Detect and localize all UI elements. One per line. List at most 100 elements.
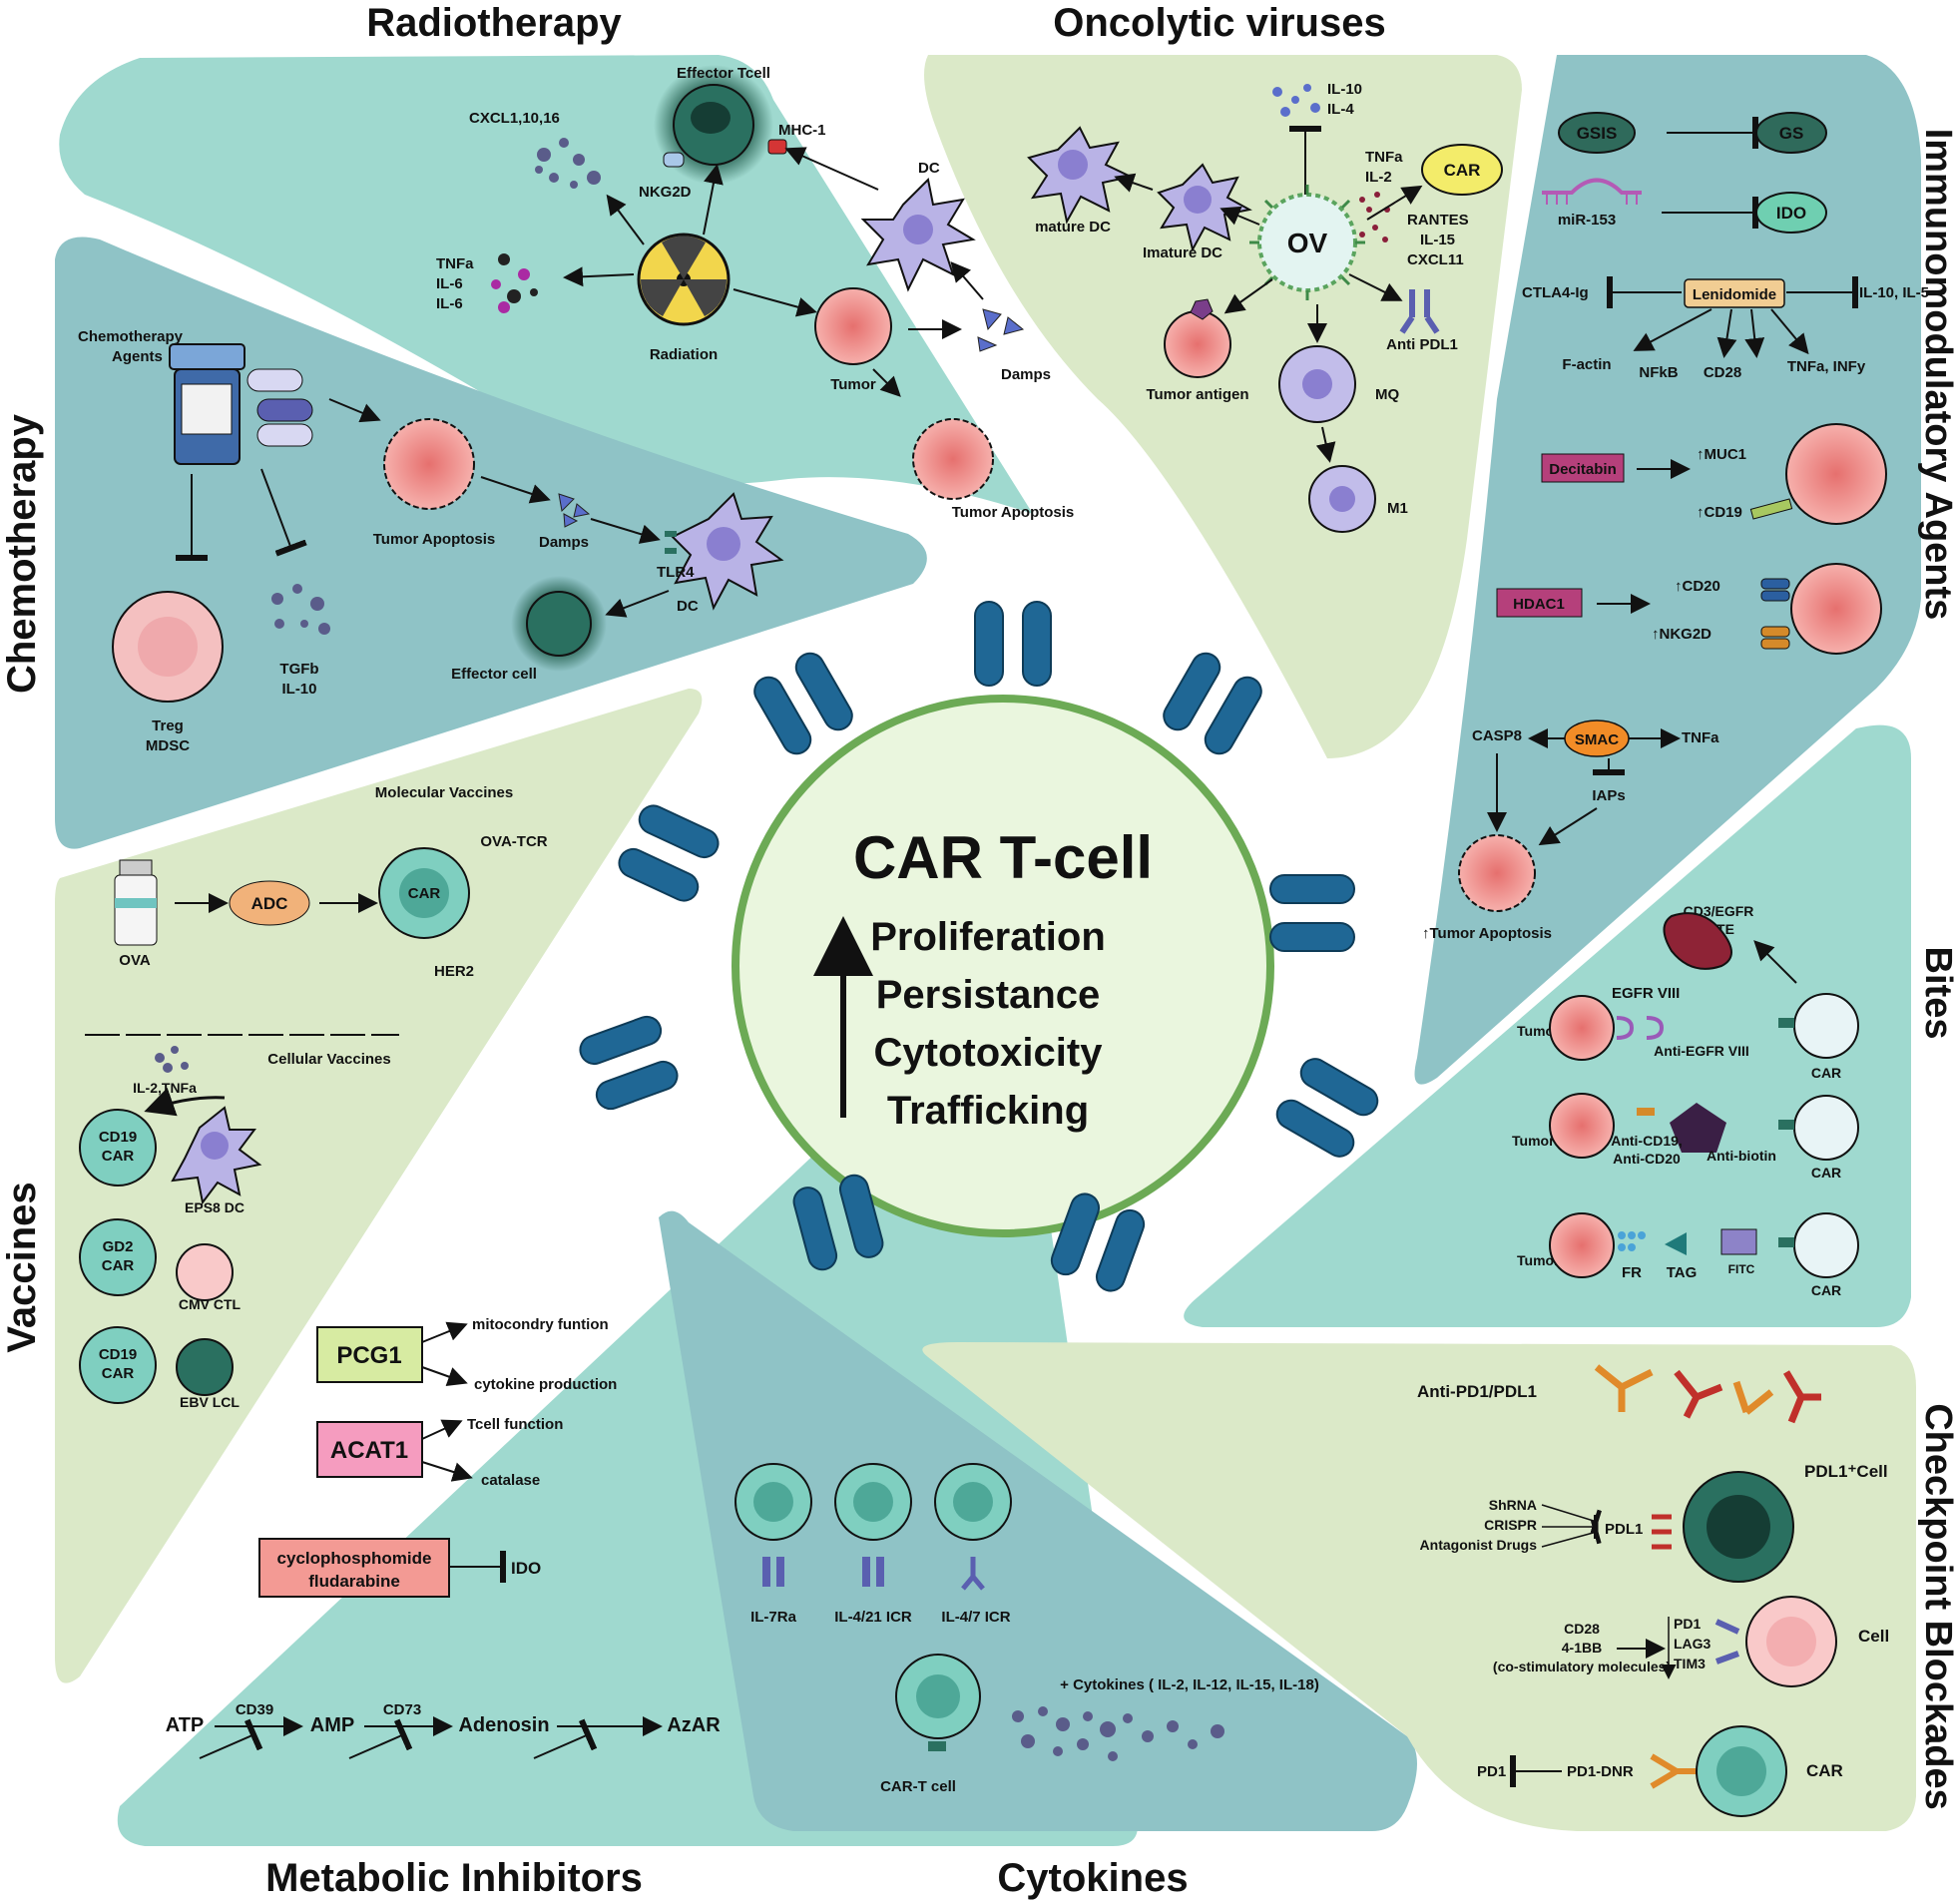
label-anti-cd19: Anti-CD19,: [1611, 1133, 1683, 1149]
label-chemo-agents-1: Chemotherapy: [78, 328, 184, 345]
label-chemo-agents-2: Agents: [112, 348, 163, 365]
label-pdl1: PDL1: [1605, 1521, 1643, 1538]
label-anti-biotin: Anti-biotin: [1707, 1148, 1776, 1164]
label-damps-chemo: Damps: [539, 534, 589, 551]
capsules-icon: [246, 368, 313, 447]
tumor-antigen-cell: [1164, 310, 1231, 378]
antibodies-icon: [1594, 1364, 1821, 1424]
label-cd73: CD73: [383, 1701, 421, 1718]
label-mito: mitocondry funtion: [472, 1316, 609, 1333]
label-eps8: EPS8 DC: [185, 1199, 244, 1215]
label-car-bite1: CAR: [1811, 1065, 1841, 1081]
ov-virus: [1249, 185, 1365, 300]
label-cart-cell: CAR-T cell: [880, 1778, 956, 1795]
label-atp: ATP: [166, 1714, 205, 1736]
label-damps: Damps: [1001, 366, 1051, 383]
effect-persistance: Persistance: [876, 973, 1101, 1017]
label-cmv: CMV CTL: [179, 1296, 242, 1312]
label-tumor-apoptosis: Tumor Apoptosis: [952, 504, 1075, 521]
label-dc-chemo: DC: [677, 598, 699, 615]
panel-oncolytic: [924, 55, 1522, 758]
mirna-icon: [1542, 178, 1642, 195]
section-title-radiotherapy: Radiotherapy: [366, 1, 622, 45]
label-car-ov: CAR: [1444, 161, 1481, 180]
label-mhc1: MHC-1: [778, 122, 826, 139]
label-nfkb: NFkB: [1639, 364, 1678, 381]
section-title-bites: Bites: [1917, 947, 1955, 1040]
label-cd20-immuno: ↑CD20: [1675, 578, 1720, 595]
label-crispr: CRISPR: [1484, 1517, 1537, 1533]
cytokines-content: IL-7Ra IL-4/21 ICR IL-4/7 ICR CAR-T cell…: [734, 1463, 1319, 1795]
label-tumor-apoptosis-chemo: Tumor Apoptosis: [373, 531, 496, 548]
anti-pdl1-antibody: [1399, 289, 1440, 334]
label-cytok: cytokine production: [474, 1376, 617, 1393]
label-imature-dc: Imature DC: [1143, 244, 1222, 261]
section-title-immunomodulatory: Immunomodulatory Agents: [1917, 129, 1955, 621]
label-tumor-apoptosis-smac: ↑Tumor Apoptosis: [1422, 925, 1552, 942]
label-mq: MQ: [1375, 386, 1399, 403]
pill-bottle-icon: [169, 343, 245, 465]
section-title-vaccines: Vaccines: [0, 1182, 44, 1352]
label-cellular-vaccines: Cellular Vaccines: [267, 1051, 390, 1068]
tnfa-dots: [491, 253, 538, 313]
damps-icon: [977, 308, 1025, 352]
radiotherapy-content: Effector Tcell MHC-1 NKG2D CXCL1,10,16 T…: [436, 65, 1074, 521]
radiation-icon: [637, 233, 731, 326]
label-mir153: miR-153: [1558, 212, 1616, 229]
label-cd28-immuno: CD28: [1704, 364, 1741, 381]
effector-cell-chemo: [526, 591, 592, 657]
label-cell-cp: Cell: [1858, 1627, 1889, 1646]
label-cd19-immuno: ↑CD19: [1697, 504, 1742, 521]
label-nkg2d-immuno: ↑NKG2D: [1652, 626, 1711, 643]
label-egfr: EGFR VIII: [1612, 985, 1680, 1002]
label-acat1: ACAT1: [330, 1437, 408, 1464]
label-tumor-bite3: Tumor: [1517, 1252, 1560, 1268]
label-il47: IL-4/7 ICR: [941, 1609, 1010, 1626]
label-pd1: PD1: [1674, 1616, 1701, 1632]
label-pd1-b: PD1: [1477, 1763, 1506, 1780]
panel-checkpoint: [922, 1342, 1916, 1831]
label-lag3: LAG3: [1674, 1636, 1711, 1652]
dc-chemo: [665, 492, 784, 611]
label-ido-metab: IDO: [511, 1559, 541, 1578]
label-mature-dc: mature DC: [1035, 219, 1111, 236]
label-molecular-vaccines: Molecular Vaccines: [375, 784, 513, 801]
biotin-pentagon: [1670, 1103, 1726, 1153]
label-ova-tcr: OVA-TCR: [480, 833, 547, 850]
section-title-chemotherapy: Chemotherapy: [0, 413, 44, 694]
label-fr: FR: [1622, 1264, 1642, 1281]
label-il2-tnfa: IL-2,TNFa: [133, 1080, 197, 1096]
label-tumor: Tumor: [830, 376, 876, 393]
label-il7ra: IL-7Ra: [750, 1609, 797, 1626]
immunomodulatory-content: GSIS GS miR-153 IDO CTLA4-Ig Lenidomide …: [1422, 112, 1929, 942]
label-iaps: IAPs: [1592, 787, 1625, 804]
tumor-cell-hdac1: [1790, 563, 1882, 655]
label-tag: TAG: [1667, 1264, 1698, 1281]
section-title-metabolic: Metabolic Inhibitors: [265, 1856, 643, 1900]
label-ov: OV: [1287, 228, 1328, 258]
label-il4: IL-4: [1327, 101, 1354, 118]
label-amp: AMP: [310, 1714, 354, 1736]
tumor-apoptosis-chemo: [383, 418, 475, 510]
label-hdac1: HDAC1: [1513, 596, 1565, 613]
label-adc: ADC: [251, 894, 288, 913]
label-anti-egfr: Anti-EGFR VIII: [1654, 1043, 1749, 1059]
label-costim: (co-stimulatory molecules): [1493, 1659, 1671, 1674]
label-cyclo-1: cyclophosphomide: [277, 1549, 432, 1568]
vaccines-content: Molecular Vaccines OVA ADC CAR OVA-TCR H…: [79, 784, 548, 1410]
label-mdsc: MDSC: [146, 737, 190, 754]
label-car-vac-b: CAR: [102, 1257, 135, 1274]
label-tnfa-ov: TNFa: [1365, 149, 1403, 166]
panel-vaccines: [55, 689, 703, 1683]
chemotherapy-content: Chemotherapy Agents Tumor Apoptosis Damp…: [78, 328, 784, 754]
section-title-oncolytic: Oncolytic viruses: [1053, 1, 1385, 45]
label-tgfb: TGFb: [279, 661, 318, 678]
label-adenosin: Adenosin: [458, 1714, 549, 1736]
label-car-vac: CAR: [408, 885, 441, 902]
label-pdl1-cell: PDL1⁺Cell: [1804, 1462, 1888, 1481]
label-tnfa-smac: TNFa: [1682, 729, 1719, 746]
label-cyclo-2: fludarabine: [308, 1572, 400, 1591]
label-car-vac-a: CAR: [102, 1148, 135, 1165]
label-muc1: ↑MUC1: [1697, 446, 1746, 463]
